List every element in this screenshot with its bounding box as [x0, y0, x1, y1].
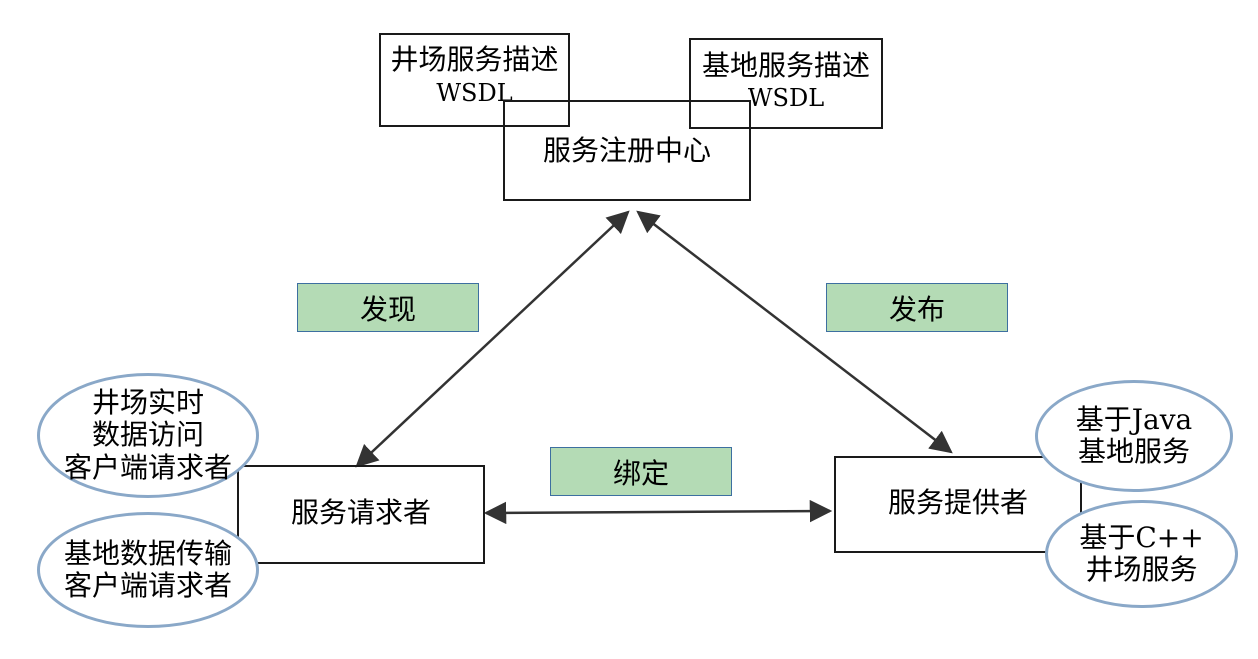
discover-label: 发现 — [297, 283, 479, 332]
base-service-description-box — [689, 38, 883, 129]
client-line: 基地数据传输 — [63, 536, 232, 570]
base-data-client-ellipse: 基地数据传输 客户端请求者 — [37, 512, 259, 628]
publish-label: 发布 — [826, 283, 1008, 332]
client-line: 井场实时 — [91, 386, 204, 420]
base-service-description-title: 基地服务描述 — [701, 49, 870, 82]
service-provider-box — [834, 456, 1082, 553]
well-service-description-box — [379, 33, 570, 127]
bind-arrow — [483, 499, 833, 525]
base-service-description-wsdl: WSDL — [747, 84, 825, 112]
service-provider-title: 服务提供者 — [887, 486, 1028, 519]
service-registry-box — [503, 100, 751, 201]
client-line: 数据访问 — [91, 418, 204, 452]
well-service-description-wsdl: WSDL — [436, 79, 513, 107]
java-base-service-ellipse: 基于Java 基地服务 — [1035, 380, 1233, 492]
well-service-description-title: 井场服务描述 — [390, 43, 559, 76]
service-line: 基地服务 — [1077, 435, 1190, 468]
service-registry-title: 服务注册中心 — [542, 134, 711, 167]
client-line: 客户端请求者 — [63, 569, 232, 602]
service-requester-box — [237, 465, 485, 564]
discover-arrow — [355, 210, 630, 468]
service-line: 基于C++ — [1079, 520, 1204, 554]
well-realtime-client-ellipse: 井场实时 数据访问 客户端请求者 — [37, 373, 259, 498]
service-requester-title: 服务请求者 — [290, 496, 431, 529]
publish-arrow — [636, 210, 953, 454]
service-line: 基于Java — [1075, 402, 1193, 436]
client-line: 客户端请求者 — [63, 450, 232, 484]
bind-label: 绑定 — [550, 447, 732, 496]
service-line: 井场服务 — [1085, 553, 1198, 586]
cpp-well-service-ellipse: 基于C++ 井场服务 — [1045, 500, 1238, 608]
